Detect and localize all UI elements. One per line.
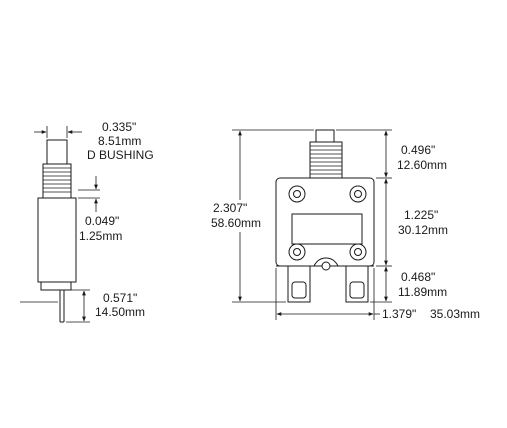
front-thread-lines <box>310 145 342 175</box>
thread-inch-label: 0.049" <box>85 214 119 228</box>
front-button-cap <box>315 129 335 143</box>
bushing-mm-label: 8.51mm <box>98 134 141 148</box>
mount-hole-bottom-left-inner <box>293 248 301 256</box>
terminal-right-hole <box>349 281 365 299</box>
height-mm-label: 58.60mm <box>211 216 261 230</box>
thread-mm-label: 1.25mm <box>79 229 122 243</box>
side-base <box>40 281 72 291</box>
side-bushing-cap <box>46 139 68 165</box>
mount-hole-top-left-inner <box>293 190 301 198</box>
terminal-inch-label: 0.571" <box>103 291 137 305</box>
mid-mm-label: 30.12mm <box>398 223 448 237</box>
terminal-left-hole <box>291 281 307 299</box>
terminal-mm-label: 14.50mm <box>95 305 145 319</box>
bushing-type-label: D BUSHING <box>87 148 154 162</box>
front-view: 2.307" 58.60mm 0.496" 12.60mm 1.225" 30.… <box>211 129 480 321</box>
side-view: 0.335" 8.51mm D BUSHING 0.049" 1.25mm 0.… <box>20 120 154 323</box>
front-base-plate <box>276 257 374 267</box>
mount-hole-top-right-inner <box>354 190 362 198</box>
front-threaded-bushing <box>309 141 343 179</box>
width-inch-label: 1.379" <box>382 307 416 321</box>
height-inch-label: 2.307" <box>213 201 247 215</box>
base-rivet <box>321 261 331 271</box>
rating-label-window <box>291 213 363 245</box>
bottom-inch-label: 0.468" <box>401 270 435 284</box>
width-mm-label: 35.03mm <box>430 307 480 321</box>
side-threaded-bushing <box>42 163 72 199</box>
bushing-inch-label: 0.335" <box>102 120 136 134</box>
mount-hole-bottom-right-inner <box>354 248 362 256</box>
top-inch-label: 0.496" <box>401 143 435 157</box>
bottom-mm-label: 11.89mm <box>398 285 447 299</box>
top-mm-label: 12.60mm <box>397 158 447 172</box>
mid-inch-label: 1.225" <box>404 208 438 222</box>
side-thread-lines <box>43 167 71 193</box>
side-main-body <box>37 197 77 283</box>
